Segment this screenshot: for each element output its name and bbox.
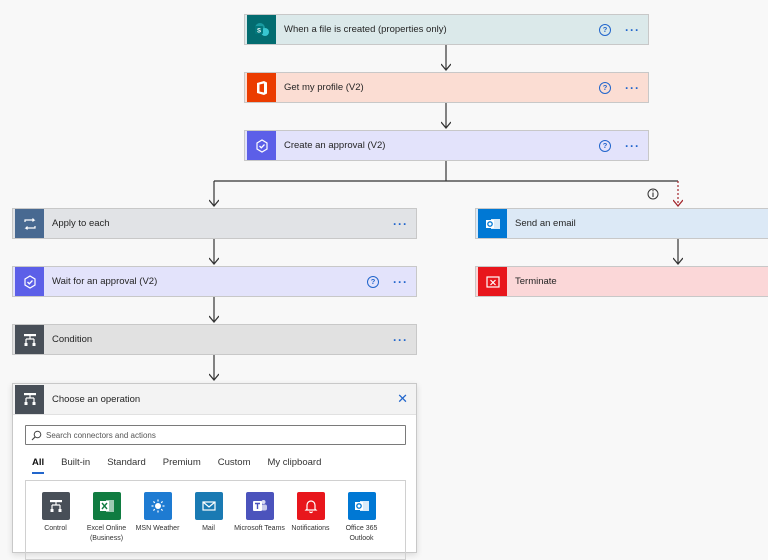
help-icon[interactable]: ?: [599, 139, 611, 152]
create-approval-card[interactable]: Create an approval (V2) ? ···: [244, 130, 649, 161]
search-box[interactable]: [25, 425, 406, 445]
send-email-title: Send an email: [515, 218, 576, 229]
connector-name: Excel Online (Business): [86, 525, 127, 542]
send-email-card[interactable]: Send an email: [475, 208, 768, 239]
help-icon[interactable]: ?: [367, 275, 379, 288]
close-icon[interactable]: ✕: [397, 391, 408, 406]
search-input[interactable]: [46, 430, 405, 440]
svg-text:S: S: [256, 28, 260, 34]
weather-icon: [143, 492, 172, 520]
apply-to-each-title: Apply to each: [52, 218, 110, 229]
wait-approval-card[interactable]: Wait for an approval (V2) ? ···: [12, 266, 417, 297]
trigger-title: When a file is created (properties only): [284, 24, 447, 35]
terminate-title: Terminate: [515, 276, 557, 287]
approval-icon: [247, 131, 276, 160]
outlook-icon: [347, 492, 376, 520]
tab-all[interactable]: All: [32, 457, 45, 474]
more-options-icon[interactable]: ···: [393, 274, 408, 289]
outlook-icon: [478, 209, 507, 238]
tab-standard[interactable]: Standard: [107, 457, 146, 468]
tab-my-clipboard[interactable]: My clipboard: [267, 457, 322, 468]
info-icon[interactable]: [647, 188, 659, 200]
panel-header: Choose an operation ✕: [13, 384, 416, 415]
choose-operation-panel: Choose an operation ✕ All Built-in Stand…: [12, 383, 417, 560]
terminate-icon: [478, 267, 507, 296]
connector-name: Mail: [202, 525, 215, 532]
connector-control[interactable]: Control: [30, 492, 81, 543]
connector-msn-weather[interactable]: MSN Weather: [132, 492, 183, 543]
connector-excel[interactable]: Excel Online (Business): [81, 492, 132, 543]
loop-icon: [15, 209, 44, 238]
connector-notifications[interactable]: Notifications: [285, 492, 336, 543]
help-icon[interactable]: ?: [599, 23, 611, 36]
tab-custom[interactable]: Custom: [217, 457, 251, 468]
terminate-card[interactable]: Terminate: [475, 266, 768, 297]
connector-name: Microsoft Teams: [234, 525, 285, 532]
apply-to-each-card[interactable]: Apply to each ···: [12, 208, 417, 239]
more-options-icon[interactable]: ···: [625, 138, 640, 153]
wait-approval-title: Wait for an approval (V2): [52, 276, 158, 287]
connector-name: MSN Weather: [135, 525, 180, 532]
approval-icon: [15, 267, 44, 296]
create-approval-title: Create an approval (V2): [284, 140, 386, 151]
more-options-icon[interactable]: ···: [393, 332, 408, 347]
more-options-icon[interactable]: ···: [393, 216, 408, 231]
more-options-icon[interactable]: ···: [625, 22, 640, 37]
tab-premium[interactable]: Premium: [162, 457, 201, 468]
condition-card[interactable]: Condition ···: [12, 324, 417, 355]
sharepoint-icon: S: [247, 15, 276, 44]
connector-office365-outlook[interactable]: Office 365 Outlook: [336, 492, 387, 543]
more-options-icon[interactable]: ···: [625, 80, 640, 95]
connector-name: Notifications: [291, 525, 330, 532]
condition-title: Condition: [52, 334, 93, 345]
connector-name: Office 365 Outlook: [345, 525, 378, 542]
condition-icon: [15, 384, 44, 414]
connector-name: Control: [44, 525, 67, 532]
connector-mail[interactable]: Mail: [183, 492, 234, 543]
get-profile-title: Get my profile (V2): [284, 82, 364, 93]
office-icon: [247, 73, 276, 102]
panel-title: Choose an operation: [52, 393, 141, 405]
help-icon[interactable]: ?: [599, 81, 611, 94]
mail-icon: [194, 492, 223, 520]
control-icon: [41, 492, 70, 520]
connector-teams[interactable]: Microsoft Teams: [234, 492, 285, 543]
connector-list: Control Excel Online (Business) MSN Weat…: [30, 492, 387, 543]
teams-icon: [245, 492, 274, 520]
tab-built-in[interactable]: Built-in: [61, 457, 91, 468]
get-profile-card[interactable]: Get my profile (V2) ? ···: [244, 72, 649, 103]
condition-icon: [15, 325, 44, 354]
search-icon: [31, 430, 42, 440]
flow-connectors: [0, 44, 768, 544]
category-tabs: All Built-in Standard Premium Custom My …: [32, 457, 338, 474]
bell-icon: [296, 492, 325, 520]
trigger-card[interactable]: S When a file is created (properties onl…: [244, 14, 649, 45]
excel-icon: [92, 492, 121, 520]
